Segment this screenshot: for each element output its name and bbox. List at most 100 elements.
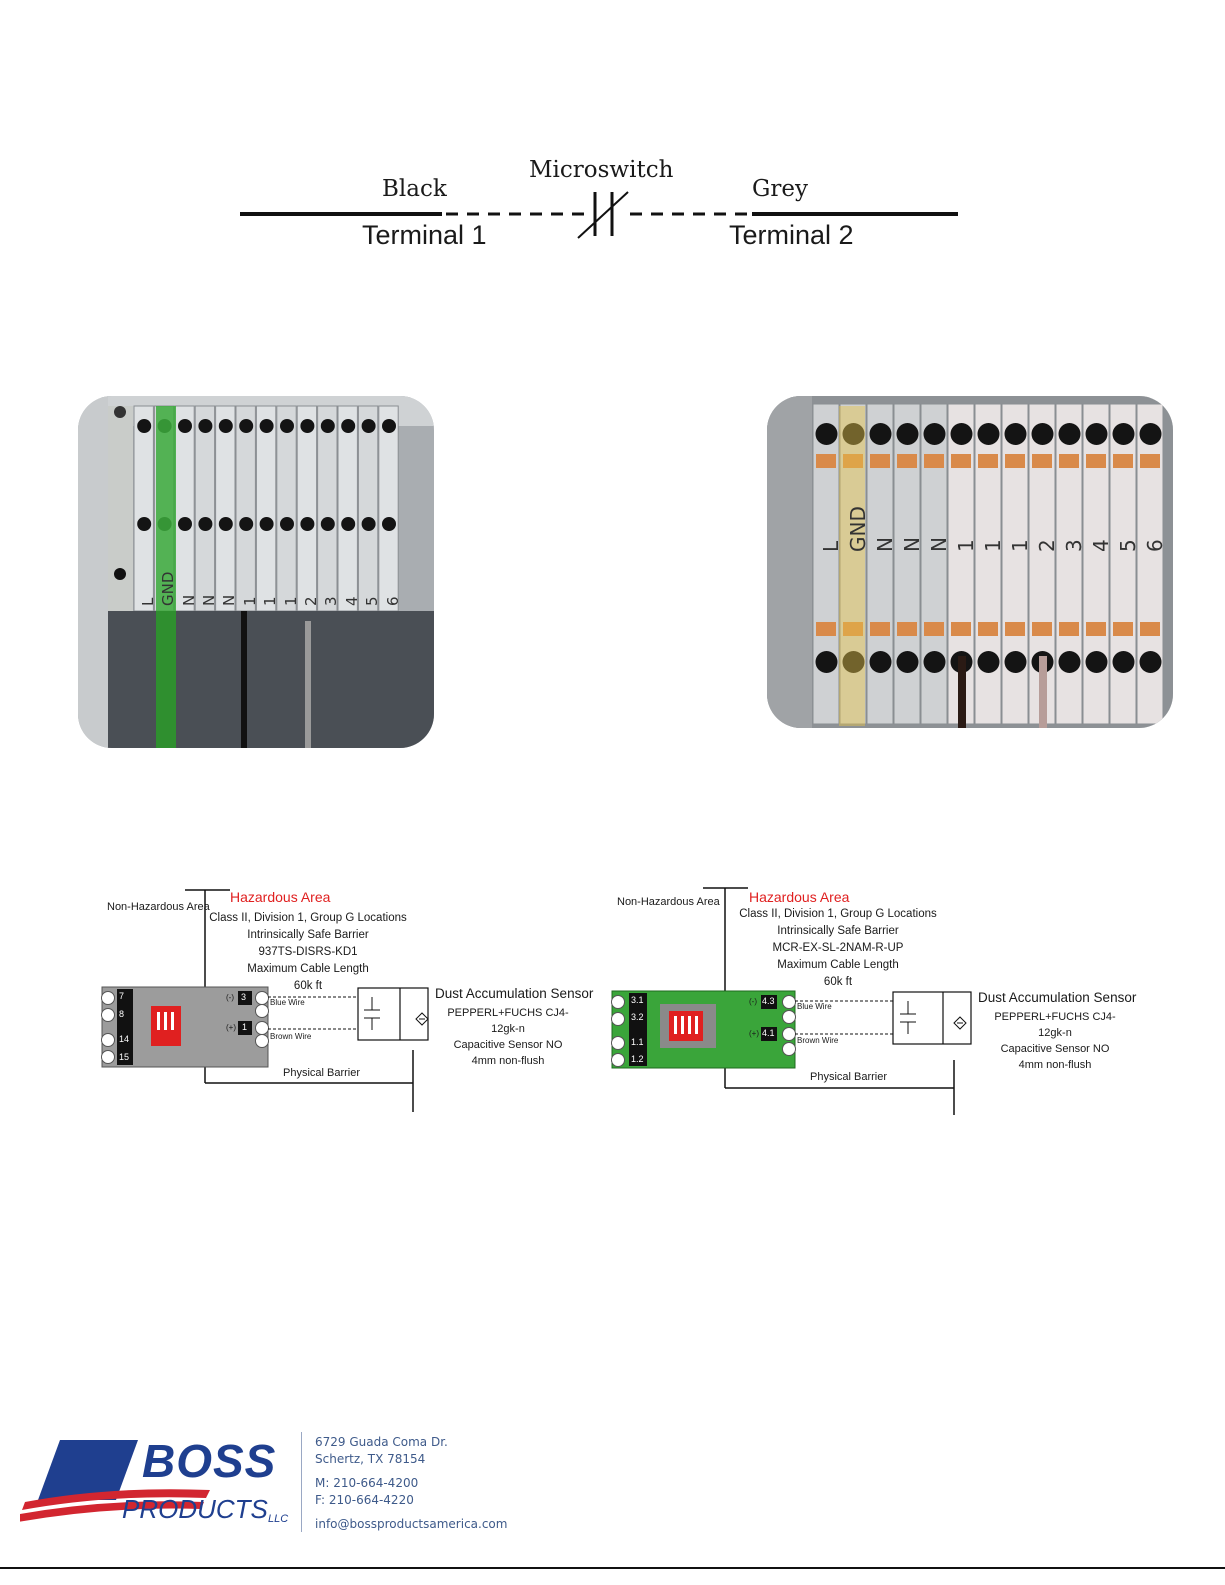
logo-products-text: PRODUCTS — [122, 1494, 268, 1524]
spring-clamp — [870, 454, 890, 468]
terminal-label: 1 — [281, 596, 300, 606]
wiring-lines-left — [101, 889, 429, 1112]
terminal-label: N — [899, 537, 924, 552]
terminal-label: N — [220, 594, 239, 606]
screw-hole — [239, 517, 254, 531]
spring-clamp — [897, 454, 917, 468]
polarity-negative-right: (-) — [749, 997, 757, 1006]
spring-clamp — [816, 622, 836, 636]
terminal-1-1: 1.1 — [631, 1037, 644, 1047]
screw-hole — [320, 419, 335, 433]
spring-clamp — [924, 622, 944, 636]
terminal-label: L — [138, 597, 157, 606]
screw-hole — [1058, 423, 1081, 445]
screw-hole — [259, 419, 274, 433]
screw-hole — [923, 651, 946, 673]
screw-hole — [1031, 423, 1054, 445]
screw-hole — [1058, 651, 1081, 673]
brown-wire-label-left: Brown Wire — [270, 1032, 312, 1041]
terminal-1-2: 1.2 — [631, 1054, 644, 1064]
screw-hole — [382, 419, 396, 433]
screw-hole — [977, 651, 1000, 673]
screw-hole — [950, 423, 973, 445]
terminal-label: 5 — [363, 596, 382, 606]
spring-clamp — [1113, 622, 1133, 636]
terminal-label: GND — [159, 571, 178, 606]
screw-hole — [869, 423, 892, 445]
spring-clamp — [1005, 454, 1025, 468]
terminal-column — [1055, 403, 1083, 725]
screw-hole — [842, 423, 865, 445]
barrier-spec-right: Class II, Division 1, Group G Locations … — [739, 908, 937, 988]
terminal-label: N — [199, 594, 218, 606]
terminal-column — [1109, 403, 1137, 725]
screw-hole — [280, 419, 294, 433]
terminal-3-1: 3.1 — [631, 995, 644, 1005]
terminal-label: 1 — [980, 539, 1005, 552]
screw-hole — [1004, 651, 1027, 673]
screw-hole — [361, 419, 376, 433]
terminal-label: 2 — [1034, 539, 1059, 552]
screw-hole — [198, 517, 213, 531]
terminal-column — [1136, 403, 1164, 725]
screw-hole — [341, 419, 356, 433]
screw-hole — [361, 517, 376, 531]
screw-hole — [1085, 651, 1108, 673]
terminal-column — [812, 403, 840, 725]
polarity-positive-left: (+) — [226, 1023, 236, 1032]
terminal-column — [1082, 403, 1110, 725]
address-line-2: Schertz, TX 78154 — [315, 1452, 426, 1466]
screw-hole — [382, 517, 396, 531]
terminal-label: 1 — [953, 539, 978, 552]
physical-barrier-label-right: Physical Barrier — [810, 1071, 888, 1083]
screw-hole — [259, 517, 274, 531]
spring-clamp — [1140, 454, 1160, 468]
spring-clamp — [897, 622, 917, 636]
terminal-block-render-left — [78, 396, 434, 748]
screw-hole — [1139, 651, 1162, 673]
spring-clamp — [843, 454, 863, 468]
page-bottom-rule — [0, 1567, 1225, 1569]
terminal-4-1: 4.1 — [762, 1028, 775, 1038]
terminal-label: 2 — [301, 596, 320, 606]
terminal-label: 1 — [1007, 539, 1032, 552]
screw-hole — [842, 651, 865, 673]
terminal-label: 3 — [322, 596, 341, 606]
terminal-7: 7 — [119, 991, 125, 1001]
address-line-1: 6729 Guada Coma Dr. — [315, 1435, 448, 1449]
spring-clamp — [951, 622, 971, 636]
terminal-column — [866, 403, 894, 725]
wiring-lines-right — [611, 887, 972, 1115]
screw-hole — [923, 423, 946, 445]
terminal-3-2: 3.2 — [631, 1012, 644, 1022]
email-link[interactable]: info@bossproductsamerica.com — [315, 1517, 508, 1531]
screw-hole — [218, 517, 233, 531]
black-wire-label: Black — [382, 176, 447, 202]
screw-hole — [300, 517, 315, 531]
terminal-label: 4 — [342, 596, 361, 606]
sensor-title-left: Dust Accumulation Sensor — [435, 986, 594, 1001]
physical-barrier-label-left: Physical Barrier — [283, 1067, 361, 1079]
screw-hole — [977, 423, 1000, 445]
sensor-spec-right: PEPPERL+FUCHS CJ4-12gk-n Capacitive Sens… — [994, 1011, 1116, 1071]
spring-clamp — [1005, 622, 1025, 636]
spring-clamp — [870, 622, 890, 636]
terminal-2-label: Terminal 2 — [729, 220, 854, 250]
logo-llc-text: LLC — [268, 1513, 289, 1525]
microswitch-label: Microswitch — [529, 157, 674, 183]
terminal-label: 1 — [261, 596, 280, 606]
screw-hole — [137, 419, 152, 433]
screw-hole — [815, 423, 838, 445]
spring-clamp — [1140, 622, 1160, 636]
terminal-1-label: Terminal 1 — [362, 220, 487, 250]
terminal-label: 5 — [1115, 539, 1140, 552]
screw-hole — [869, 651, 892, 673]
terminal-label: 1 — [240, 596, 259, 606]
barrier-spec-left: Class II, Division 1, Group G Locations … — [209, 912, 407, 992]
terminal-label: N — [179, 594, 198, 606]
screw-hole — [896, 423, 919, 445]
screw-hole — [341, 517, 356, 531]
brown-wire-label-right: Brown Wire — [797, 1036, 839, 1045]
screw-hole — [178, 517, 192, 531]
